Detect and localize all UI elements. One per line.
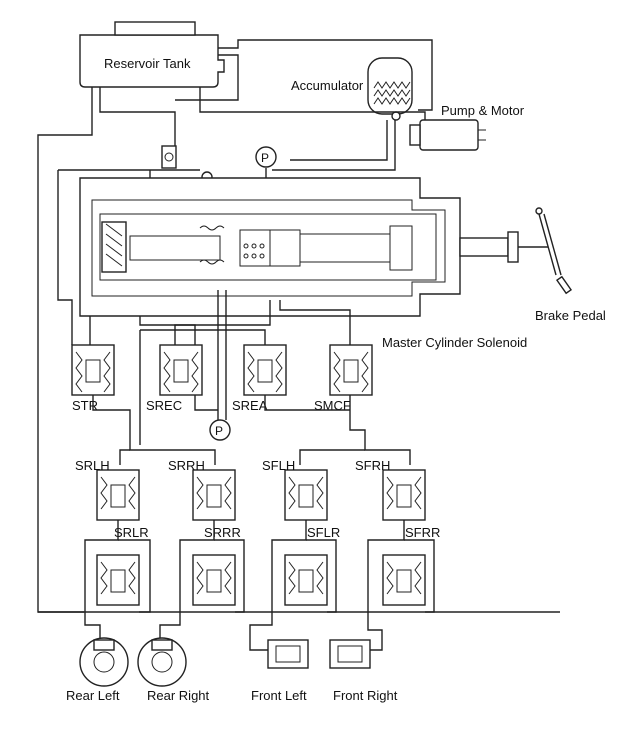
hold-valve-sfrh-label: SFRH bbox=[355, 458, 390, 473]
wheel-front-left bbox=[267, 639, 309, 669]
pressure-sensor-lower: P bbox=[209, 419, 231, 441]
wheel-circuit-pipes bbox=[38, 520, 560, 651]
accumulator bbox=[367, 57, 413, 121]
hold-valve-sfrh bbox=[382, 469, 426, 521]
reduce-valve-sfrr-label: SFRR bbox=[405, 525, 440, 540]
pressure-sensor-top: P bbox=[255, 146, 277, 180]
brake-pedal bbox=[535, 207, 573, 295]
wheel-rear-right-label: Rear Right bbox=[147, 688, 210, 703]
hold-valve-srlh-label: SRLH bbox=[75, 458, 110, 473]
solenoid-smcf-label: SMCF bbox=[314, 398, 351, 413]
hold-valve-srrh bbox=[192, 469, 236, 521]
hold-valve-sflh bbox=[284, 469, 328, 521]
wheel-rear-right bbox=[137, 637, 187, 687]
pump-motor-label: Pump & Motor bbox=[441, 103, 525, 118]
reservoir-tank-label: Reservoir Tank bbox=[104, 56, 191, 71]
reduce-valve-srlr bbox=[96, 554, 140, 606]
solenoid-str bbox=[71, 344, 115, 396]
solenoid-srea-label: SREA bbox=[232, 398, 268, 413]
distribution-pipes bbox=[92, 395, 411, 465]
reservoir-tank: Reservoir Tank bbox=[79, 21, 225, 88]
master-cylinder-solenoid-label: Master Cylinder Solenoid bbox=[382, 335, 527, 350]
solenoid-srec-label: SREC bbox=[146, 398, 182, 413]
push-rod bbox=[459, 231, 548, 263]
reduce-valve-sflr bbox=[284, 554, 328, 606]
wheel-rear-left-label: Rear Left bbox=[66, 688, 120, 703]
reduce-valve-srlr-label: SRLR bbox=[114, 525, 149, 540]
master-cylinder bbox=[79, 177, 461, 317]
hold-valve-srrh-label: SRRH bbox=[168, 458, 205, 473]
wheel-front-right-label: Front Right bbox=[333, 688, 398, 703]
wheel-front-right bbox=[329, 639, 371, 669]
pressure-sensor-top-label: P bbox=[261, 151, 269, 165]
brake-pedal-label: Brake Pedal bbox=[535, 308, 606, 323]
hold-valve-sflh-label: SFLH bbox=[262, 458, 295, 473]
pressure-sensor-lower-label: P bbox=[215, 424, 223, 438]
solenoid-smcf bbox=[329, 344, 373, 396]
solenoid-srec bbox=[159, 344, 203, 396]
reduce-valve-sflr-label: SFLR bbox=[307, 525, 340, 540]
accumulator-label: Accumulator bbox=[291, 78, 364, 93]
reduce-valve-sfrr bbox=[382, 554, 426, 606]
reduce-valve-srrr bbox=[192, 554, 236, 606]
solenoid-str-label: STR bbox=[72, 398, 98, 413]
solenoid-srea bbox=[243, 344, 287, 396]
wheel-rear-left bbox=[79, 637, 129, 687]
mid-pipes bbox=[89, 290, 351, 445]
check-valve-top bbox=[161, 145, 177, 169]
pump-and-motor bbox=[409, 119, 486, 151]
wheel-front-left-label: Front Left bbox=[251, 688, 307, 703]
hold-valve-srlh bbox=[96, 469, 140, 521]
reduce-valve-srrr-label: SRRR bbox=[204, 525, 241, 540]
